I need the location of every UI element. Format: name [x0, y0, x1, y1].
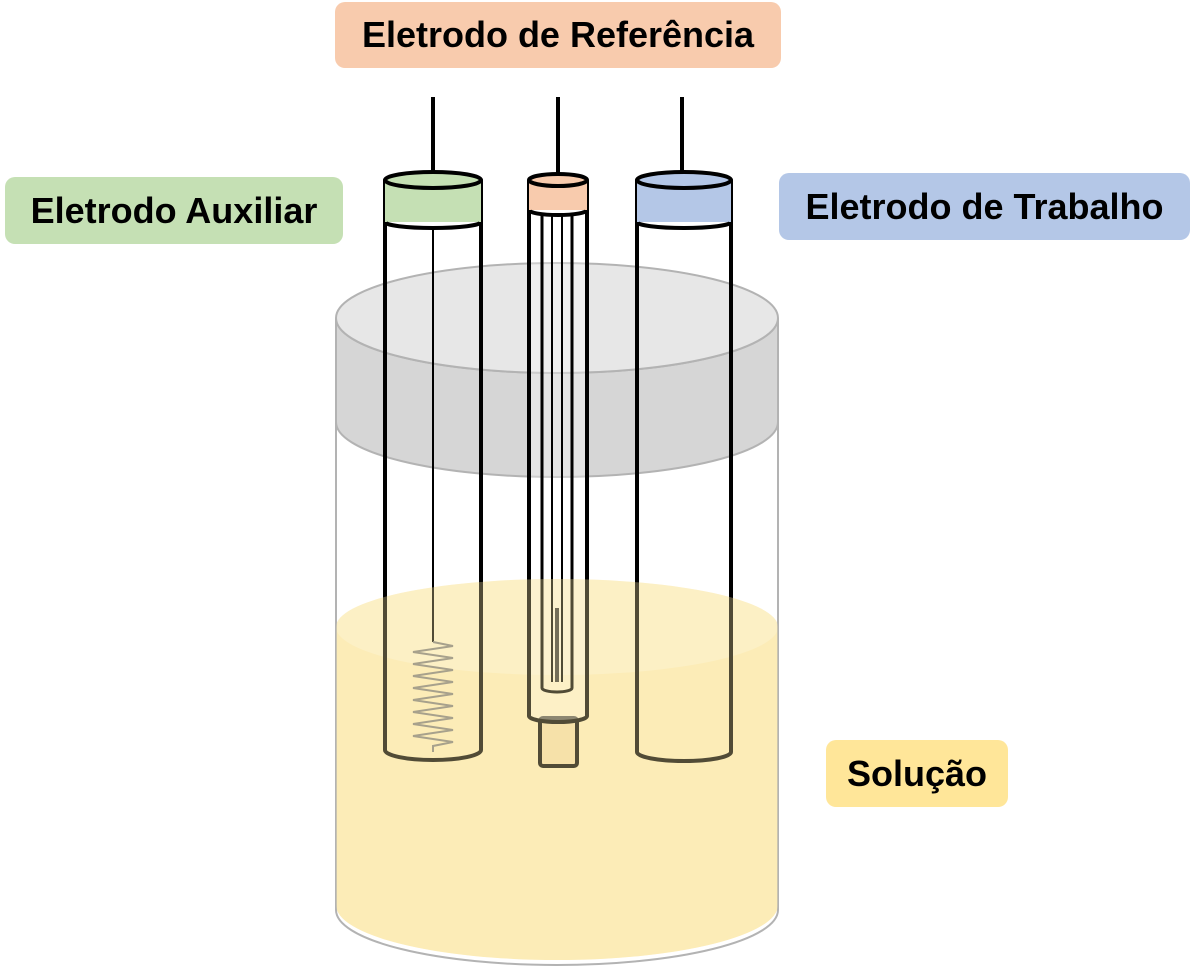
- solution-label: Solução: [826, 740, 1008, 807]
- auxiliary-electrode: [383, 97, 483, 762]
- working-electrode: [635, 97, 733, 763]
- reference-electrode-label: Eletrodo de Referência: [335, 2, 781, 68]
- reference-electrode: [527, 97, 589, 768]
- cell-lid: [335, 262, 779, 478]
- solution-overlay: [336, 579, 778, 960]
- working-electrode-label: Eletrodo de Trabalho: [779, 173, 1190, 240]
- reference-electrode-frit: [538, 716, 579, 768]
- auxiliary-electrode-label: Eletrodo Auxiliar: [5, 177, 343, 244]
- platinum-coil: [412, 641, 454, 752]
